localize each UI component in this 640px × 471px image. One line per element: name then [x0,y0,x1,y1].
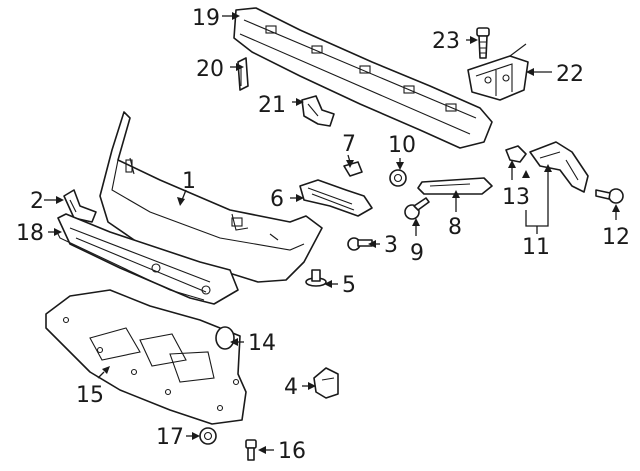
part-23-bolt [476,27,490,59]
part-21-bracket [301,95,335,127]
callout-23: 23 [432,29,460,54]
part-22-mounting-bracket [467,43,529,101]
part-13-clip [505,145,527,163]
callout-16: 16 [278,439,306,464]
callout-14: 14 [248,331,276,356]
callout-9: 9 [410,241,424,266]
part-14-plug [215,326,235,350]
callout-18: 18 [16,221,44,246]
part-8-bracket [417,177,493,195]
callout-11: 11 [522,235,550,260]
callout-21: 21 [258,93,286,118]
callout-10: 10 [388,133,416,158]
callout-4: 4 [284,375,298,400]
part-12-screw [595,188,624,204]
callout-15: 15 [76,383,104,408]
part-5-push-pin [305,269,327,287]
callout-8: 8 [448,215,462,240]
callout-6: 6 [270,187,284,212]
part-15-underbody-shield [45,289,247,425]
part-19-impact-bar [233,7,493,149]
callout-2: 2 [30,189,44,214]
callout-20: 20 [196,57,224,82]
part-18-lower-valance [55,213,239,305]
callout-17: 17 [156,425,184,450]
callout-1: 1 [182,169,196,194]
callout-12: 12 [602,225,630,250]
part-7-clip [343,161,363,177]
callout-22: 22 [556,62,584,87]
leader-lines [44,12,620,454]
part-16-bolt [245,439,257,461]
part-9-screw [404,197,430,220]
callout-3: 3 [384,233,398,258]
part-4-clip [313,367,339,399]
part-6-bracket [299,179,373,217]
part-3-screw [347,237,373,251]
part-17-nut [199,427,217,445]
callout-19: 19 [192,6,220,31]
callout-5: 5 [342,273,356,298]
callout-7: 7 [342,132,356,157]
part-10-nut [389,169,407,187]
part-20-bracket [237,57,249,91]
part-11-side-bracket [529,141,589,193]
part-1-bumper-cover [99,111,323,283]
callout-13: 13 [502,185,530,210]
